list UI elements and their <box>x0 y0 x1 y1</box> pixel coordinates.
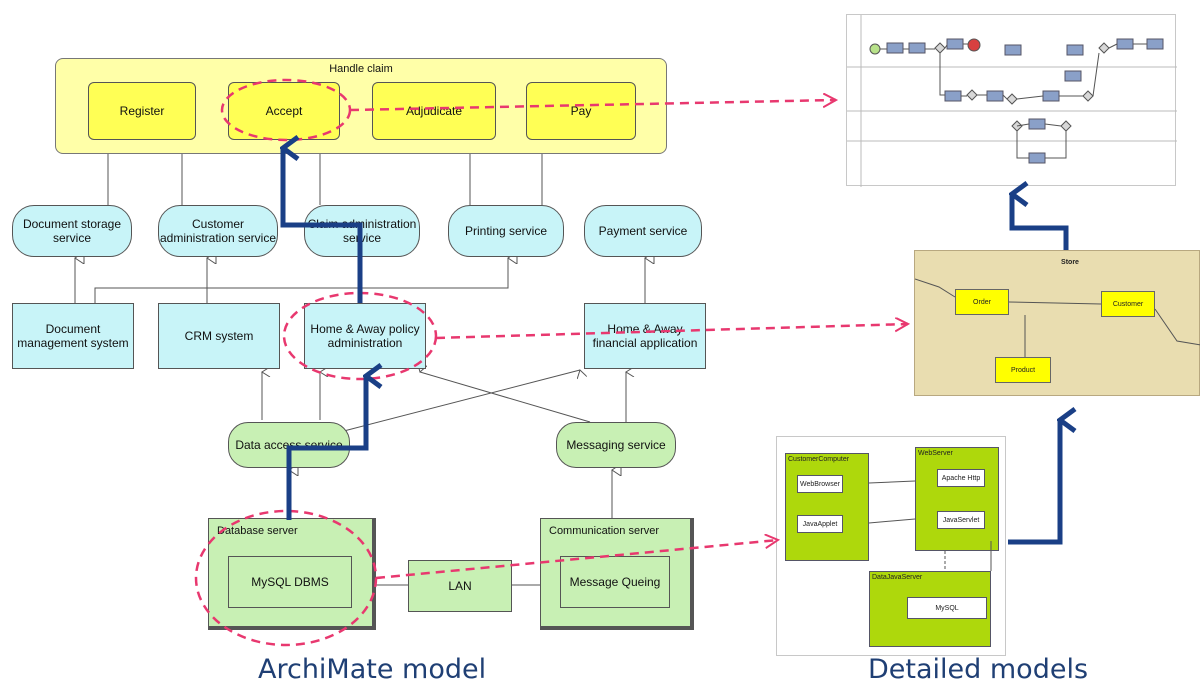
class-order: Order <box>955 289 1009 315</box>
archimate-model-caption: ArchiMate model <box>258 654 487 685</box>
payment-label: Payment service <box>598 224 688 238</box>
trace-link-accept <box>349 100 836 112</box>
printing-label: Printing service <box>464 224 548 238</box>
accept-label: Accept <box>265 104 303 118</box>
process-register: Register <box>88 82 196 140</box>
deployment-connections <box>868 480 992 571</box>
pay-label: Pay <box>570 104 592 118</box>
app-crm: CRM system <box>158 303 280 369</box>
service-messaging: Messaging service <box>556 422 676 468</box>
detail-arrow-class <box>1012 194 1069 250</box>
process-accept: Accept <box>228 82 340 140</box>
class-diagram-thumbnail: Store Order Customer Product <box>914 250 1200 396</box>
messaging-label: Messaging service <box>566 438 666 452</box>
process-adjudicate: Adjudicate <box>372 82 496 140</box>
app-financial: Home & Away financial application <box>584 303 706 369</box>
customer-administration-label: Customer administration service <box>159 217 277 245</box>
service-printing: Printing service <box>448 205 564 257</box>
financial-application-label: Home & Away financial application <box>592 322 698 350</box>
service-payment: Payment service <box>584 205 702 257</box>
class-product: Product <box>995 357 1051 383</box>
policy-administration-label: Home & Away policy administration <box>310 322 420 350</box>
realization-arrow-accept <box>283 148 363 303</box>
deployment-diagram-thumbnail: CustomerComputer WebBrowser JavaApplet W… <box>776 436 1006 656</box>
highlight-mysql-ellipse <box>194 509 378 647</box>
detail-arrow-deployment <box>1008 420 1060 545</box>
class-diagram-title: Store <box>1061 258 1079 266</box>
webserver-label: WebServer <box>918 450 953 457</box>
highlight-policy-ellipse <box>282 291 438 381</box>
class-customer: Customer <box>1101 291 1155 317</box>
process-pay: Pay <box>526 82 636 140</box>
bpmn-process-thumbnail <box>846 14 1177 187</box>
system-software-mysql: MySQL DBMS <box>228 556 352 608</box>
service-document-storage: Document storage service <box>12 205 132 257</box>
database-server-label: Database server <box>217 525 298 537</box>
service-customer-administration: Customer administration service <box>158 205 278 257</box>
component-javaservlet: JavaServlet <box>937 511 985 529</box>
component-apache-http: Apache Http <box>937 469 985 487</box>
trace-link-policy <box>435 324 908 340</box>
network-lan: LAN <box>408 560 512 612</box>
mysql-label: MySQL DBMS <box>251 575 329 589</box>
detailed-models-caption: Detailed models <box>868 654 1089 685</box>
message-queuing-label: Message Queing <box>569 575 661 589</box>
customer-computer-label: CustomerComputer <box>788 456 850 463</box>
app-document-management: Document management system <box>12 303 134 369</box>
app-policy-administration: Home & Away policy administration <box>304 303 426 369</box>
data-java-server-label: DataJavaServer <box>872 574 923 581</box>
node-webserver: WebServer <box>915 447 999 551</box>
highlight-accept-ellipse <box>220 78 352 142</box>
document-storage-label: Document storage service <box>22 217 122 245</box>
bpmn-diagram <box>847 15 1177 187</box>
handle-claim-label: Handle claim <box>329 63 393 75</box>
communication-server-label: Communication server <box>549 525 660 537</box>
component-mysql: MySQL <box>907 597 987 619</box>
crm-label: CRM system <box>184 329 254 343</box>
node-customer-computer: CustomerComputer <box>785 453 869 561</box>
component-webbrowser: WebBrowser <box>797 475 843 493</box>
trace-link-mysql <box>375 540 778 580</box>
register-label: Register <box>119 104 165 118</box>
system-software-message-queuing: Message Queing <box>560 556 670 608</box>
lan-label: LAN <box>448 579 472 593</box>
class-associations <box>915 278 1200 357</box>
realization-arrow-policy <box>286 376 366 520</box>
document-management-label: Document management system <box>17 322 129 350</box>
component-javaapplet: JavaApplet <box>797 515 843 533</box>
